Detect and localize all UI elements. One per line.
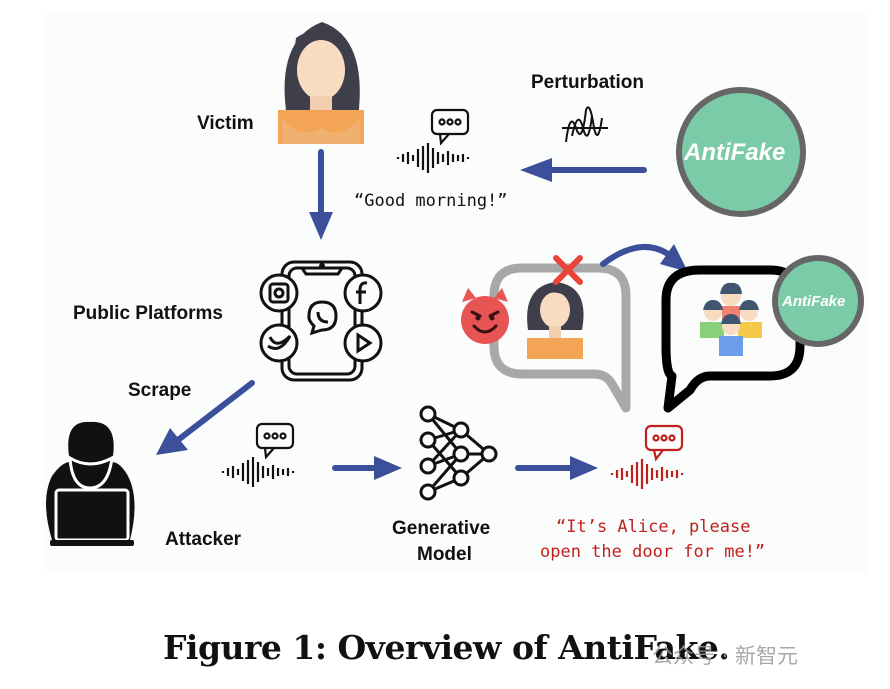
arrow-victim-to-platforms: [309, 149, 333, 240]
victim-label: Victim: [197, 113, 254, 134]
devil-icon: [461, 288, 509, 344]
public-platforms-label: Public Platforms: [73, 303, 223, 324]
antifake-label-small: AntiFake: [782, 293, 846, 310]
arrow-antifake-to-audio: [520, 158, 647, 182]
impersonated-victim-icon: [527, 282, 584, 359]
social-platforms-icon: [259, 260, 383, 382]
generative-model-label-line2: Model: [417, 544, 472, 565]
fake-audio-icon: [610, 424, 684, 489]
fake-quote-line2: open the door for me!”: [540, 542, 766, 562]
scrape-label: Scrape: [128, 380, 192, 401]
blocked-speech-bubble: [489, 263, 631, 413]
antifake-badge-large: [676, 87, 806, 217]
antifake-label-large: AntiFake: [684, 139, 786, 166]
attacker-hacker-icon: [46, 421, 135, 546]
people-group-icon: [700, 282, 762, 356]
scraped-audio-icon: [221, 422, 295, 487]
perturbation-wave-icon: [562, 106, 608, 143]
perturbation-label: Perturbation: [531, 72, 644, 93]
arrow-curved-to-protected: [600, 244, 688, 272]
attacker-label: Attacker: [165, 529, 242, 550]
neural-network-icon: [419, 405, 498, 501]
arrow-model-to-fake-audio: [515, 456, 598, 480]
arrow-scrape: [156, 380, 255, 455]
victim-icon: [278, 22, 364, 144]
generative-model-label-line1: Generative: [392, 518, 491, 539]
antifake-badge-small: [772, 255, 864, 347]
blocked-cross-icon: [553, 255, 583, 285]
watermark: 公众号 · 新智元: [652, 644, 799, 668]
fake-quote-line1: “It’s Alice, please: [556, 517, 751, 537]
figure-caption: Figure 1: Overview of AntiFake.: [163, 628, 730, 667]
voice-audio-icon: [396, 108, 470, 173]
original-quote: “Good morning!”: [354, 191, 508, 211]
arrow-audio-to-model: [332, 456, 402, 480]
